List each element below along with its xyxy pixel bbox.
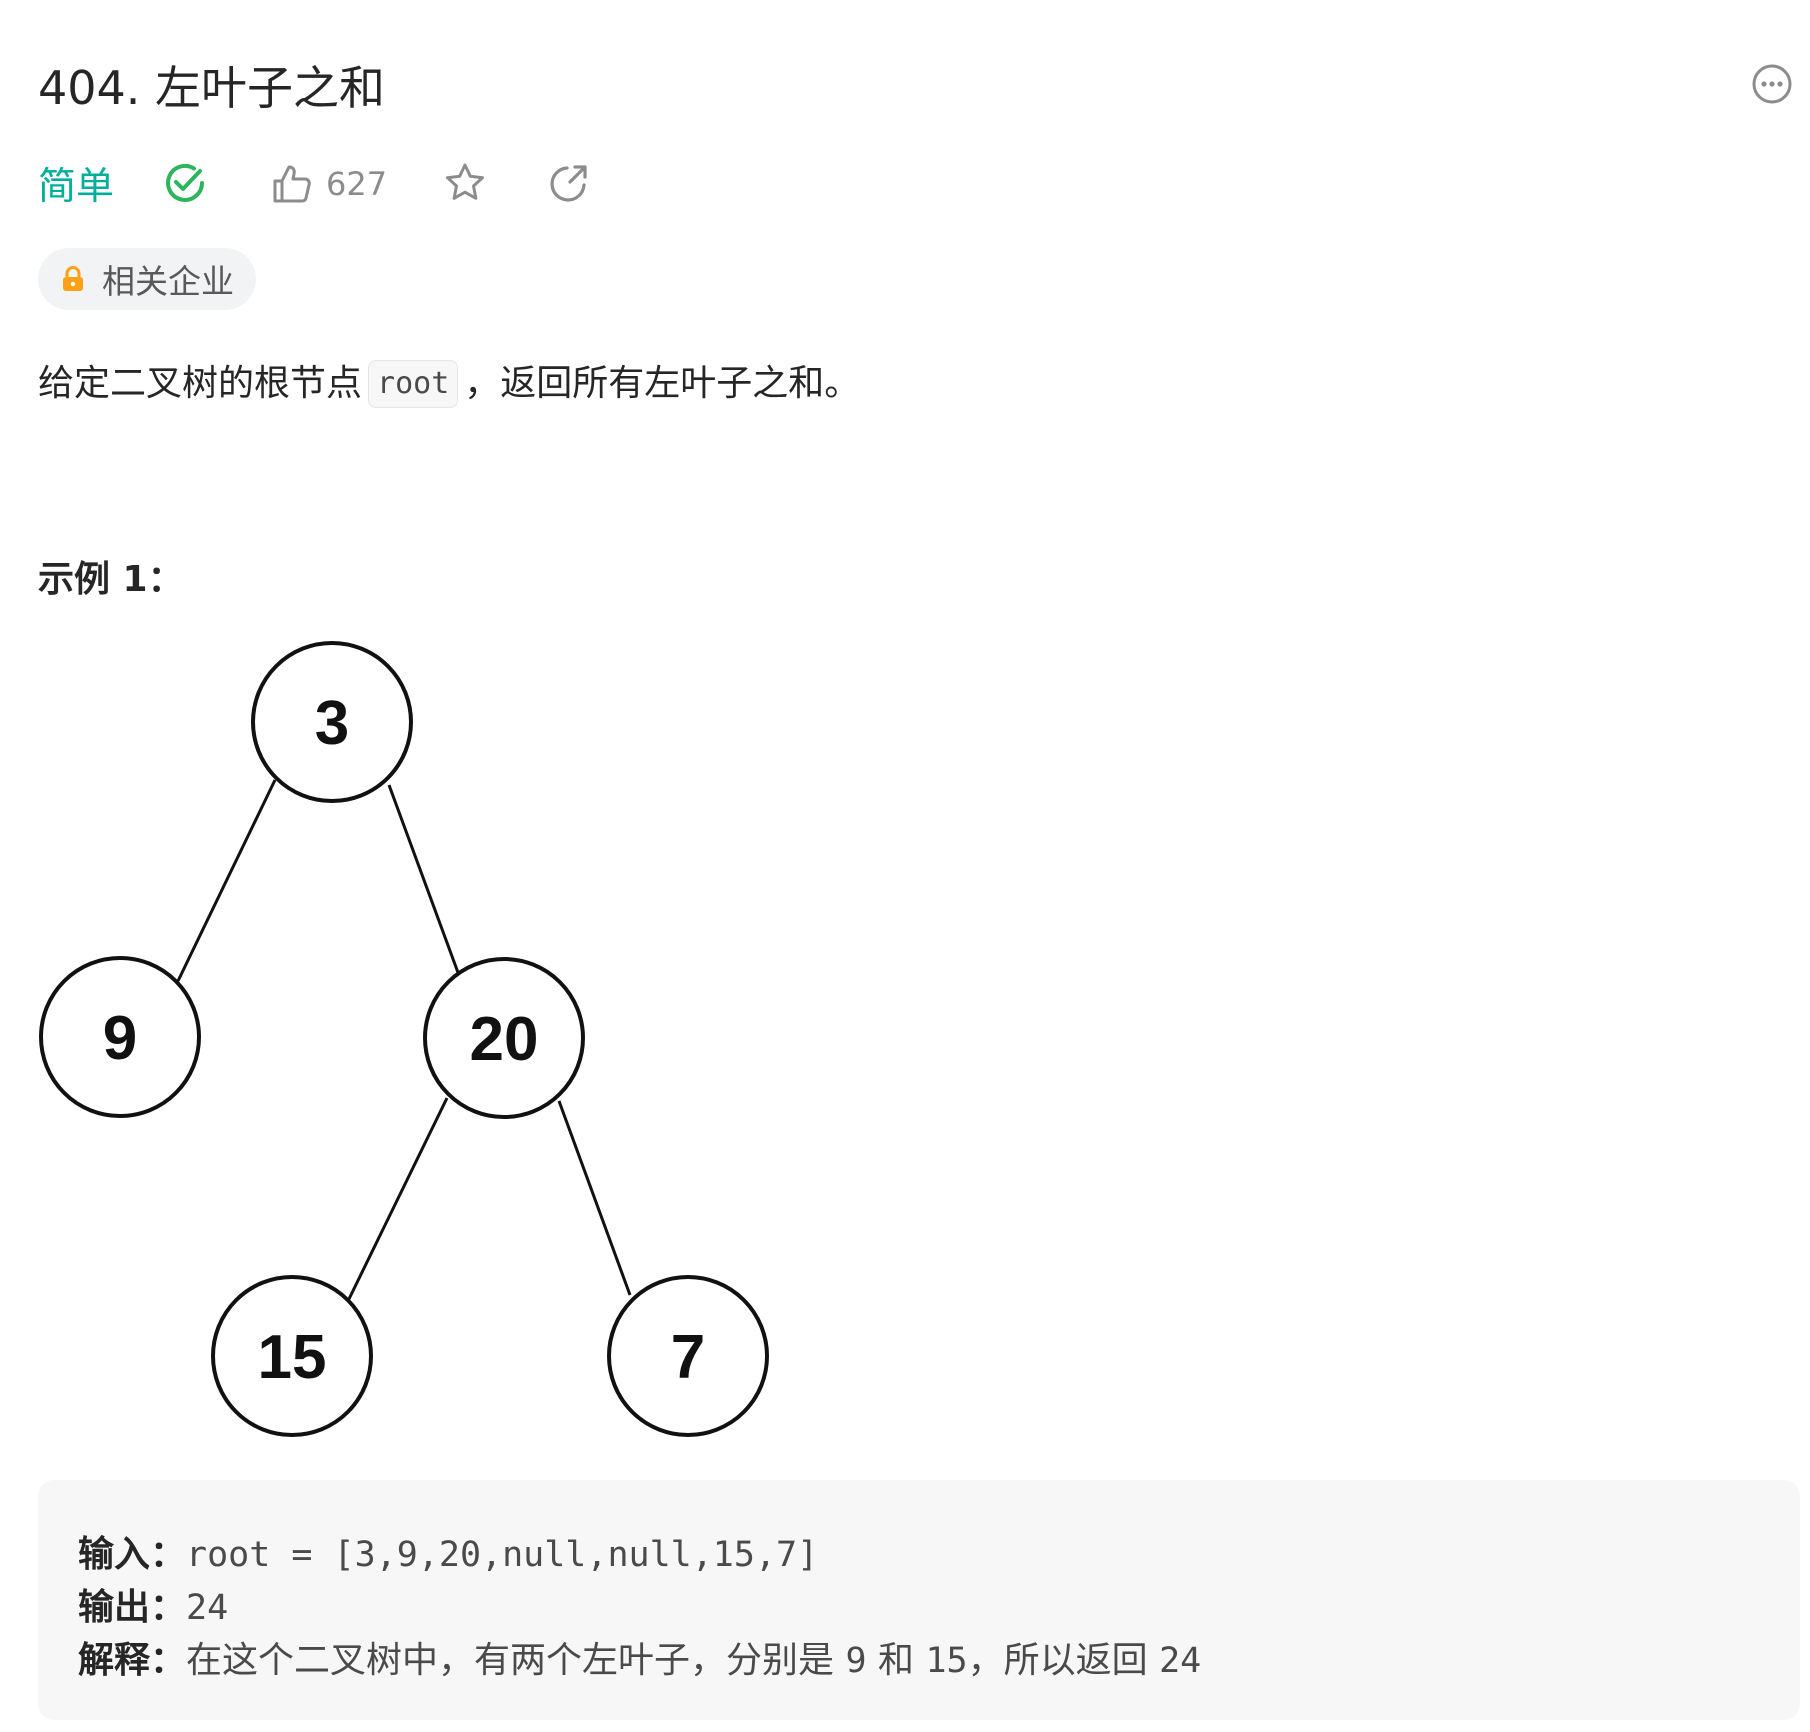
explanation-label: 解释： [78,1640,187,1681]
explanation-text-2: 和 [878,1640,915,1681]
explanation-text-3: ，所以返回 [967,1640,1148,1681]
tree-node-root: 3 [251,641,413,803]
description-code-root: root [368,360,459,408]
explanation-num-1: 9 [845,1641,867,1681]
output-value: 24 [186,1588,229,1628]
lock-icon [63,266,83,291]
svg-text:7: 7 [671,1323,705,1392]
description-text-after: ，返回所有左叶子之和。 [464,363,861,404]
tree-node-right: 20 [423,957,585,1119]
like-button[interactable]: 627 [270,158,387,210]
difficulty-badge[interactable]: 简单 [38,164,115,208]
tree-edge-20-7 [557,1100,632,1296]
problem-meta-row: 简单 627 [38,156,738,216]
description-text-before: 给定二叉树的根节点 [38,363,363,404]
solved-status [162,160,208,206]
favorite-button[interactable] [442,160,488,206]
tree-node-left-leaf: 9 [39,956,201,1118]
example-output-line: 输出：24 [78,1583,228,1633]
related-companies-tag[interactable]: 相关企业 [38,248,256,310]
input-label: 输入： [78,1534,187,1575]
tree-edge-20-15 [347,1097,449,1300]
related-companies-label: 相关企业 [102,262,234,301]
like-count: 627 [326,165,388,203]
svg-text:20: 20 [470,1005,539,1074]
example-input-line: 输入：root = [3,9,20,null,null,15,7] [78,1530,818,1580]
share-button[interactable] [546,160,592,206]
svg-text:15: 15 [258,1323,327,1392]
share-external-icon [550,165,587,202]
output-label: 输出： [78,1587,187,1628]
binary-tree-diagram: 3 9 20 15 7 [39,641,769,1437]
star-icon [446,163,484,200]
example-io-block: 输入：root = [3,9,20,null,null,15,7] 输出：24 … [38,1480,1800,1720]
input-value: root = [3,9,20,null,null,15,7] [186,1535,819,1575]
check-circle-icon [166,163,204,202]
tree-node-right-left-leaf: 15 [211,1275,373,1437]
explanation-num-3: 24 [1159,1641,1202,1681]
thumbs-up-icon [273,165,311,203]
tree-edge-3-20 [387,784,462,979]
svg-text:3: 3 [315,689,349,758]
problem-title: 404. 左叶子之和 [38,61,386,115]
example-heading: 示例 1： [38,559,184,600]
tree-edge-3-9 [176,779,277,982]
svg-text:9: 9 [103,1004,137,1073]
more-horizontal-icon [1752,64,1792,104]
more-options-button[interactable] [1750,62,1794,106]
tree-node-right-right-leaf: 7 [607,1275,769,1437]
explanation-num-2: 15 [925,1641,968,1681]
example-explanation-line: 解释：在这个二叉树中，有两个左叶子，分别是 9 和 15，所以返回 24 [78,1636,1201,1686]
explanation-text-1: 在这个二叉树中，有两个左叶子，分别是 [186,1640,835,1681]
